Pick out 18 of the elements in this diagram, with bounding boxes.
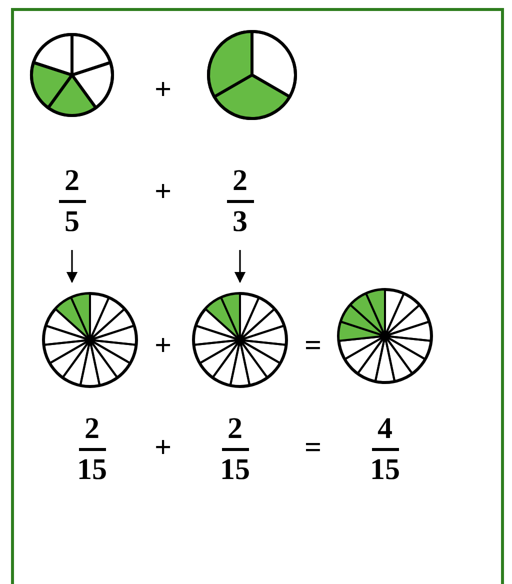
operator-sign: = bbox=[304, 329, 322, 363]
numerator: 2 bbox=[78, 410, 106, 451]
arrow bbox=[66, 250, 78, 284]
denominator: 15 bbox=[77, 452, 107, 488]
operator-sign: + bbox=[154, 73, 172, 107]
denominator: 3 bbox=[232, 204, 248, 240]
arrow bbox=[234, 250, 246, 284]
operator-sign: = bbox=[304, 431, 322, 465]
numerator: 4 bbox=[372, 410, 398, 451]
denominator: 5 bbox=[64, 204, 80, 240]
denominator: 15 bbox=[220, 452, 250, 488]
denominator: 15 bbox=[370, 452, 400, 488]
numerator: 2 bbox=[222, 410, 248, 451]
operator-sign: + bbox=[154, 175, 172, 209]
operator-sign: + bbox=[154, 431, 172, 465]
numerator: 2 bbox=[226, 162, 254, 203]
numerator: 2 bbox=[58, 162, 86, 203]
operator-sign: + bbox=[154, 329, 172, 363]
